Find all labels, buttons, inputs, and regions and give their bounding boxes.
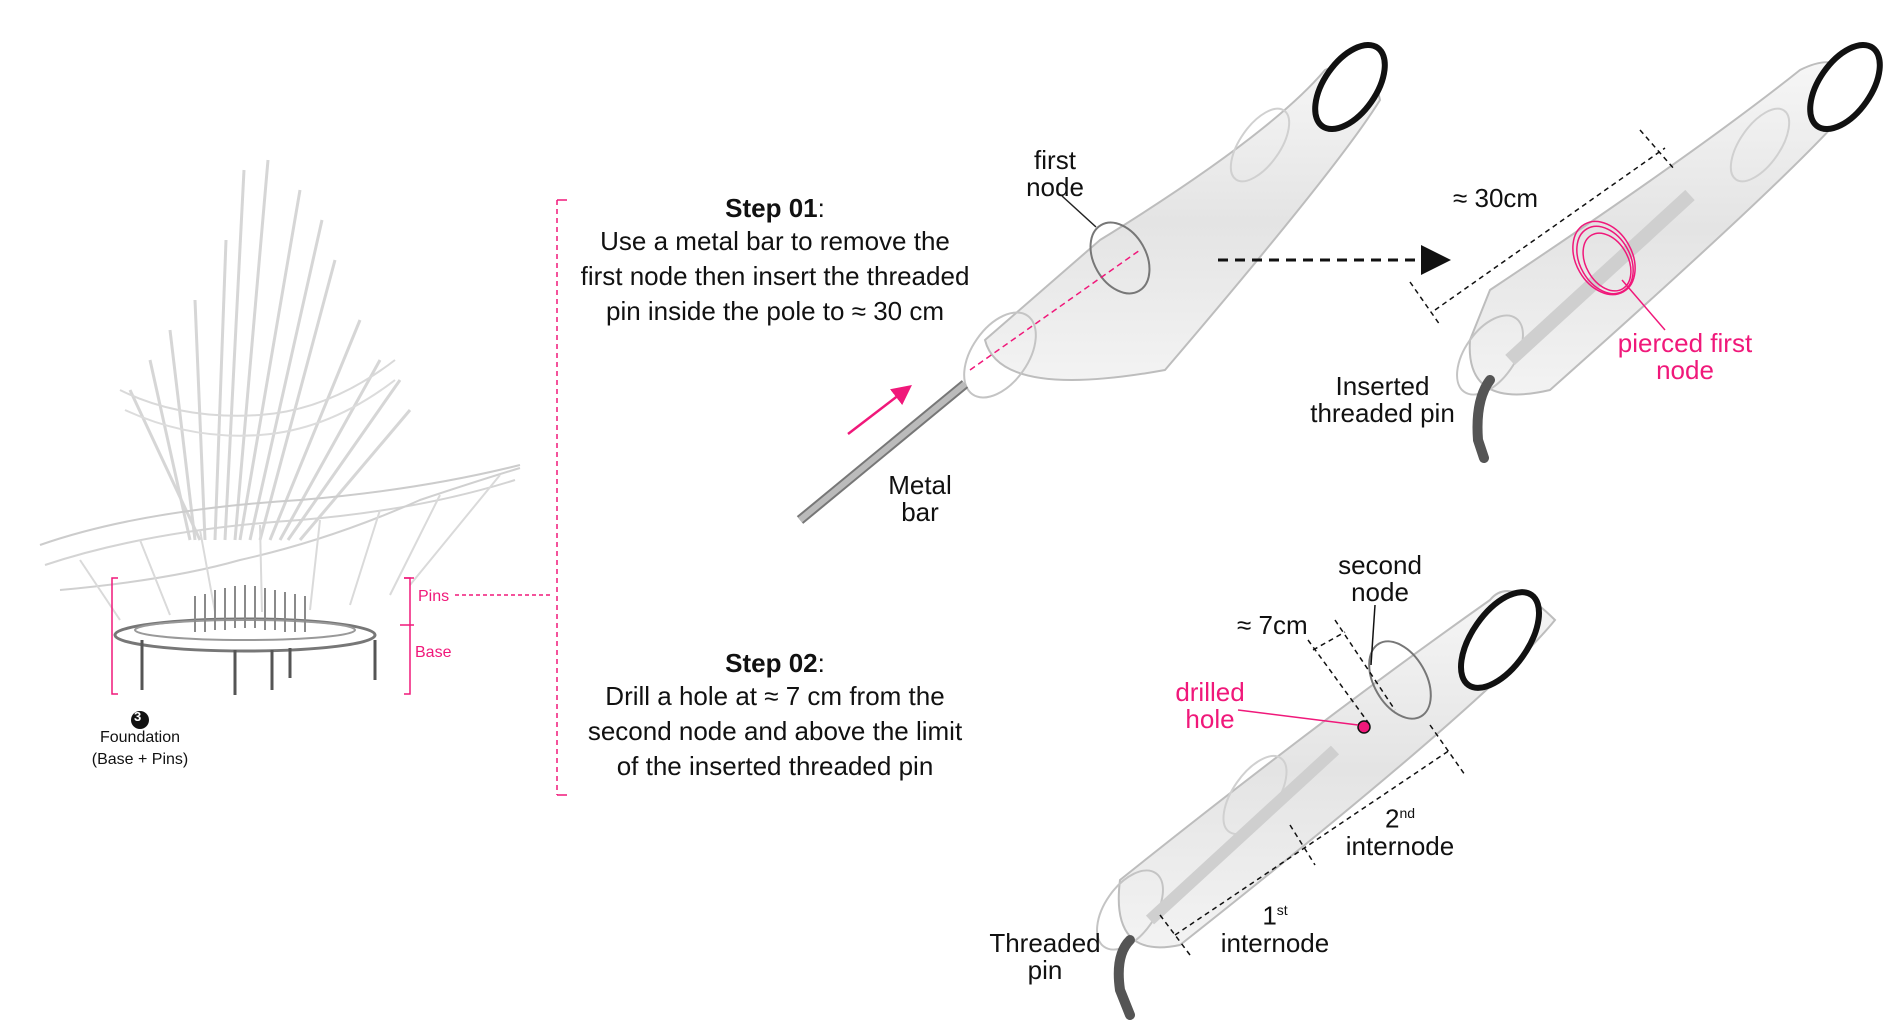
pierced-node-label-line2: node [1656, 355, 1714, 385]
second-node-label: second node [1320, 552, 1440, 606]
foundation-caption: Foundation (Base + Pins) [60, 727, 220, 771]
threaded-pin-label: Threaded pin [975, 930, 1115, 984]
dim-internodes [1159, 724, 1466, 956]
dim-30cm [1409, 129, 1676, 326]
second-node-ring [1368, 640, 1432, 720]
internode-1-number: 1 [1262, 900, 1277, 931]
inserted-pin-label-line1: Inserted [1335, 371, 1430, 401]
bar-path [969, 249, 1141, 371]
threaded-pin-label-line1: Threaded [989, 928, 1101, 958]
badge-number: 3 [134, 709, 142, 724]
internode-2-word: internode [1345, 830, 1455, 861]
step1-block: Step 01: Use a metal bar to remove the f… [565, 193, 985, 329]
dim-7cm [1307, 619, 1396, 726]
internode-1-word: internode [1220, 927, 1330, 958]
step-bracket [556, 199, 567, 796]
pins-cluster [194, 585, 306, 632]
step1-colon: : [817, 193, 825, 223]
step2-line-1: Drill a hole at ≈ 7 cm from the [605, 681, 945, 712]
metal-bar-label-line1: Metal [888, 470, 952, 500]
pole-diagram-2 [1409, 41, 1883, 463]
pierced-node-rings [1572, 220, 1636, 296]
pole-3-mouth [1457, 589, 1543, 691]
metal-bar-label-line2: bar [901, 497, 939, 527]
base-label: Base [415, 644, 452, 661]
threaded-pin-label-line2: pin [1027, 955, 1063, 985]
step1-line-1: Use a metal bar to remove the [600, 226, 950, 257]
internode-2-number: 2 [1384, 803, 1400, 834]
inserted-pin-label: Inserted threaded pin [1295, 373, 1470, 427]
upper-canopy [119, 359, 396, 417]
step2-colon: : [817, 648, 825, 678]
drilled-hole [1357, 720, 1371, 734]
step1-line-3: pin inside the pole to ≈ 30 cm [605, 296, 945, 327]
pins-base-brackets [111, 577, 550, 695]
pierced-node-label: pierced first node [1600, 330, 1770, 384]
ground-pins [140, 640, 377, 695]
first-node-label-line2: node [1026, 172, 1084, 202]
foundation-caption-line2: (Base + Pins) [91, 751, 189, 768]
pole-2-mouth [1807, 41, 1883, 133]
distance-30cm-label: ≈ 30cm [1453, 183, 1539, 213]
pins-label: Pins [418, 588, 450, 605]
internode-1-suffix: st [1276, 902, 1288, 918]
step2-title: Step 02 [725, 648, 818, 678]
pole-1 [983, 63, 1382, 381]
drilled-hole-label: drilled hole [1155, 679, 1265, 733]
central-poles [128, 159, 412, 541]
inserted-pin [1472, 375, 1495, 463]
pole-diagram-1 [796, 41, 1388, 524]
metal-bar-label: Metal bar [870, 472, 970, 526]
second-node-label-line1: second [1338, 550, 1422, 580]
drilled-hole-label-line1: drilled [1175, 677, 1245, 707]
first-node-ring [1089, 221, 1151, 295]
distance-7cm-label: ≈ 7cm [1237, 610, 1308, 640]
step2-line-3: of the inserted threaded pin [616, 751, 934, 782]
foundation-caption-line1: Foundation [99, 729, 181, 746]
drilled-hole-label-line2: hole [1185, 704, 1235, 734]
step1-title: Step 01 [725, 193, 818, 223]
insert-arrow [847, 384, 912, 435]
lower-canopy [39, 464, 521, 546]
pole-1-mouth [1312, 41, 1388, 133]
internode-1-label: 1st internode [1210, 897, 1340, 957]
first-node-label: first node [1000, 147, 1110, 201]
step2-line-2: second node and above the limit [587, 716, 963, 747]
pole-diagram-3 [1096, 589, 1557, 1020]
structure-model [39, 159, 521, 695]
step1-line-2: first node then insert the threaded [580, 261, 970, 292]
inserted-pin-label-line2: threaded pin [1310, 398, 1455, 428]
pole-3 [1117, 590, 1557, 949]
badge-circle [131, 711, 149, 729]
internode-2-suffix: nd [1399, 805, 1416, 821]
first-node-label-line1: first [1034, 145, 1076, 175]
pierced-node-label-line1: pierced first [1617, 328, 1753, 358]
step2-block: Step 02: Drill a hole at ≈ 7 cm from the… [565, 648, 985, 784]
second-node-label-line2: node [1351, 577, 1409, 607]
threaded-pin [1113, 935, 1135, 1020]
internode-2-label: 2nd internode [1335, 800, 1465, 860]
